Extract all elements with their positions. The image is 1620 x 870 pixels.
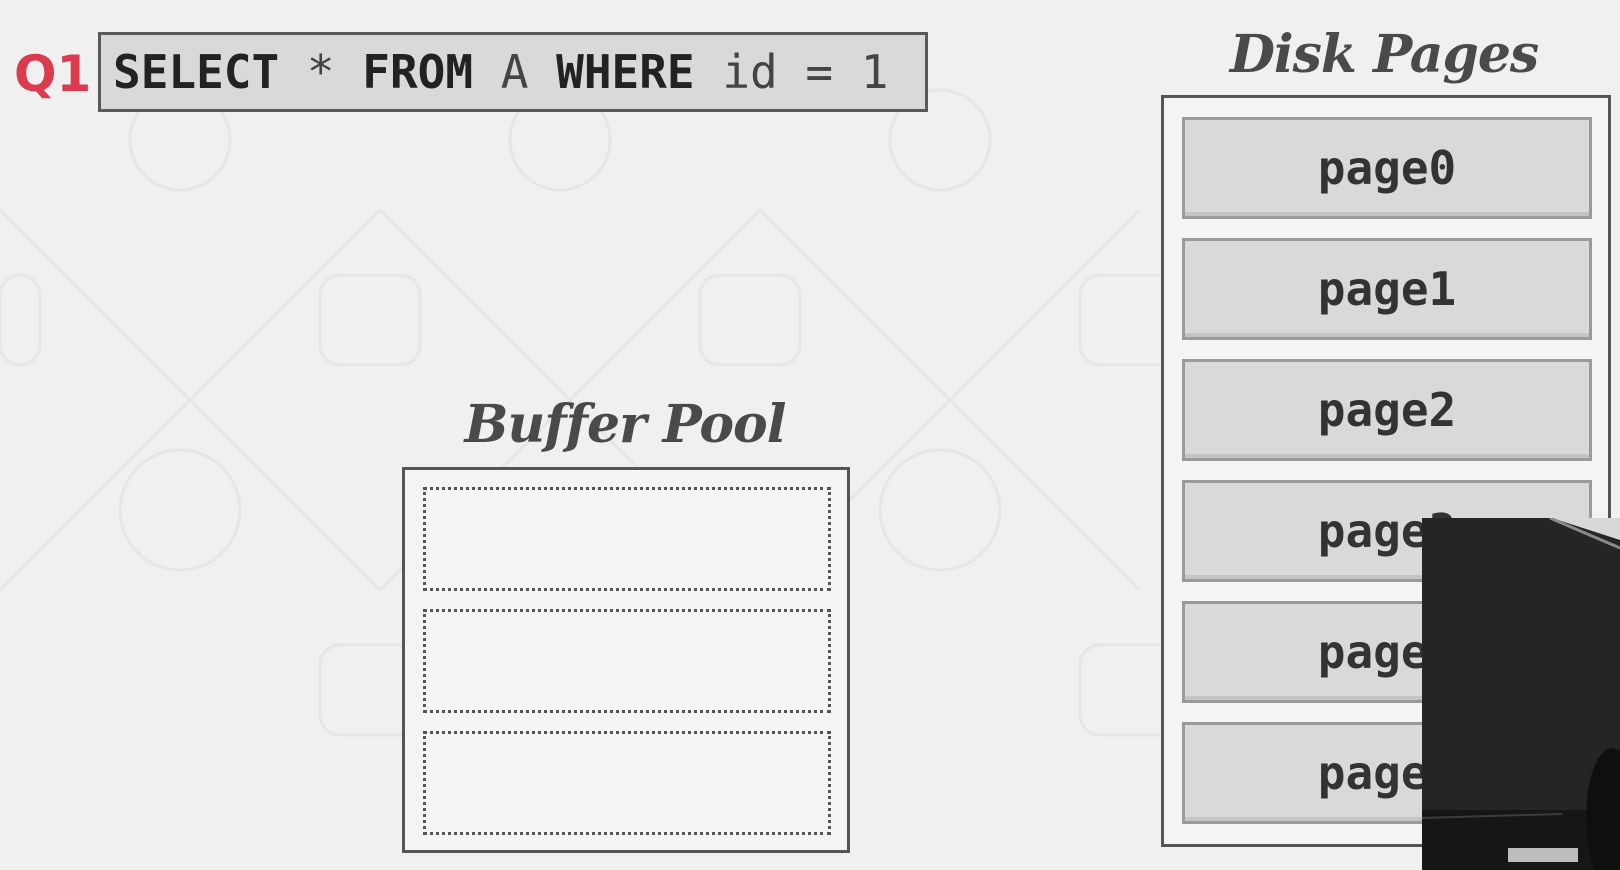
buffer-pool (402, 467, 850, 853)
sql-token: id = 1 (694, 45, 889, 99)
disk-page: page0 (1182, 117, 1592, 219)
presenter-video-overlay (1422, 518, 1620, 870)
buffer-frame-empty (423, 487, 831, 591)
disk-page: page2 (1182, 359, 1592, 461)
buffer-frame-empty (423, 731, 831, 835)
query-label: Q1 (14, 45, 92, 103)
sql-keyword-where: WHERE (556, 45, 695, 99)
buffer-frame-empty (423, 609, 831, 713)
sql-query-box: SELECT * FROM A WHERE id = 1 (98, 32, 928, 112)
disk-pages-title: Disk Pages (1229, 24, 1539, 85)
presenter-video-frame (1422, 518, 1620, 870)
sql-token: * (279, 45, 363, 99)
sql-token: A (473, 45, 557, 99)
buffer-pool-title: Buffer Pool (464, 394, 787, 455)
sql-keyword-select: SELECT (113, 45, 280, 99)
sql-keyword-from: FROM (362, 45, 474, 99)
disk-page: page1 (1182, 238, 1592, 340)
